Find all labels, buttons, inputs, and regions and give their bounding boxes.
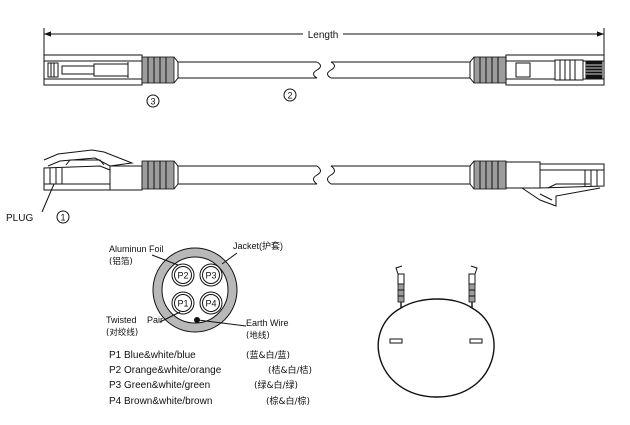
right-boot-top [469,56,507,84]
pair-p2: P2 [171,263,195,287]
foil-label-cn: (铝箔) [109,256,133,267]
pair-color-legend: P1 Blue&white/blue (蓝&白/蓝) P2 Orange&whi… [109,349,312,407]
legend-p4: P4 Brown&white/brown [109,396,212,407]
pair-label: Pair [147,315,163,325]
legend-p3: P3 Green&white/green [109,380,210,391]
right-boot-side [469,160,507,190]
svg-text:P4: P4 [205,299,216,309]
left-plug-side [43,149,143,191]
svg-text:2: 2 [287,91,292,101]
earth-wire-label-cn: (地线) [246,330,270,341]
coiled-cable-illustration [377,265,495,398]
cable-side [178,165,470,185]
legend-p4-cn: (棕&白/棕) [266,395,310,407]
legend-p2-cn: (桔&白/桔) [268,364,312,376]
legend-p3-cn: (绿&白/绿) [254,379,298,391]
jacket-label: Jacket(护套) [233,240,283,251]
cable-top [178,61,470,79]
svg-text:P3: P3 [205,271,216,281]
length-label: Length [308,30,339,41]
right-plug-side [505,161,605,207]
legend-p1-cn: (蓝&白/蓝) [246,349,290,361]
left-boot-top [141,56,179,84]
left-boot-side [141,160,179,190]
twisted-label: Twisted [106,315,137,325]
svg-text:1: 1 [60,213,65,223]
callout-cable: 2 [283,88,297,102]
pair-p3: P3 [199,263,223,287]
callout-plug: 1 [56,210,70,224]
plug-label: PLUG [6,213,33,224]
callout-boot: 3 [146,94,160,108]
legend-p2: P2 Orange&white/orange [109,365,222,376]
top-view-cable: 3 2 [43,54,605,108]
svg-text:P1: P1 [177,299,188,309]
cable-cross-section: P2 P3 P1 P4 Aluminun Foil (铝箔) Jacket(护套… [106,240,289,341]
twisted-label-cn: (对绞线) [106,327,138,338]
pair-p1: P1 [171,291,195,315]
svg-text:3: 3 [150,97,155,107]
left-plug-top [43,54,143,86]
foil-label: Aluminun Foil [109,244,164,254]
earth-wire-label: Earth Wire [246,318,289,328]
side-view-cable: PLUG 1 [6,149,605,224]
svg-text:P2: P2 [177,271,188,281]
pair-p4: P4 [199,291,223,315]
legend-p1: P1 Blue&white/blue [109,350,196,361]
right-plug-top [505,54,605,86]
